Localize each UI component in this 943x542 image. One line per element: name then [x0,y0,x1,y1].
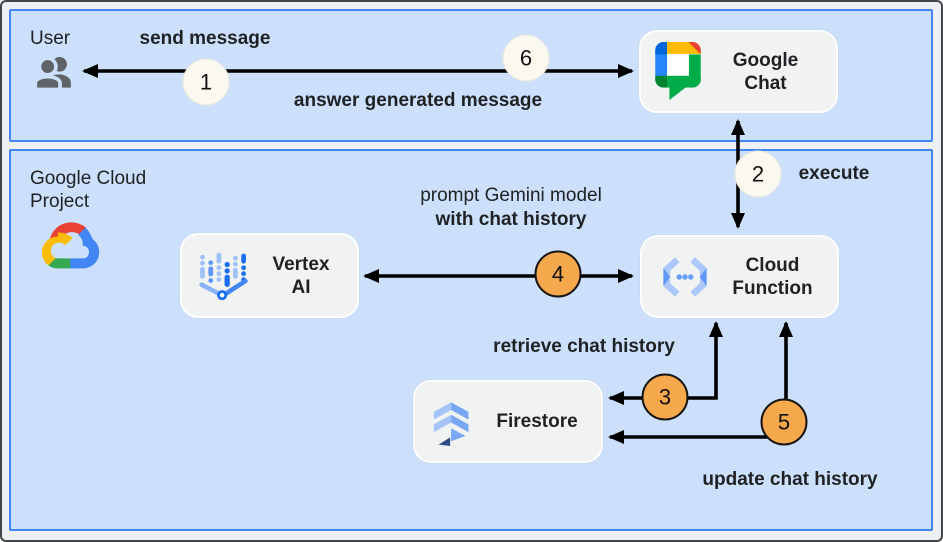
zone-user-label: User [30,28,71,49]
node-cloud-function: Cloud Function [640,235,839,318]
cloud-functions-logo [663,256,707,297]
step-number: 4 [551,261,565,286]
step-number: 6 [519,45,533,70]
step-circle-2: 2 [734,150,782,198]
node-label-line: Vertex [272,253,330,275]
label-prompt-line2: with chat history [435,209,587,230]
step-number: 3 [658,384,672,409]
label-prompt-line1: prompt Gemini model [420,185,602,206]
node-label-line: AI [291,276,311,298]
label-answer-generated-message: answer generated message [293,90,543,111]
step-number: 2 [751,161,765,186]
people-icon [33,56,71,92]
node-firestore-label: Firestore [479,410,601,433]
vertex-ai-logo [199,252,248,301]
node-firestore: Firestore [413,380,603,463]
firestore-logo [433,401,469,446]
label-send-message: send message [139,28,271,49]
node-google-chat-label: Google Chat [701,49,836,95]
node-vertex-ai-label: Vertex AI [251,253,357,299]
step-number: 1 [199,69,213,94]
node-label-line: Cloud [745,254,800,276]
step-circle-1: 1 [182,58,230,106]
step-circle-3: 3 [641,373,689,421]
step-circle-5: 5 [760,398,808,446]
step-circle-6: 6 [502,34,550,82]
google-chat-logo [655,42,701,101]
zone-gcp-label: Google Cloud Project [30,168,147,212]
node-label-line: Function [732,277,813,299]
node-label-line: Firestore [496,411,578,432]
step-circle-4: 4 [534,250,582,298]
label-update-chat-history: update chat history [702,469,878,490]
google-cloud-logo [42,222,100,269]
label-prompt-gemini: prompt Gemini model with chat history [420,184,602,232]
node-label-line: Chat [744,72,787,94]
label-execute: execute [798,163,870,184]
step-number: 5 [777,409,791,434]
node-cloud-function-label: Cloud Function [714,254,837,300]
node-vertex-ai: Vertex AI [180,233,359,318]
node-google-chat: Google Chat [639,30,838,113]
node-label-line: Google [732,49,799,71]
label-retrieve-chat-history: retrieve chat history [493,336,675,357]
